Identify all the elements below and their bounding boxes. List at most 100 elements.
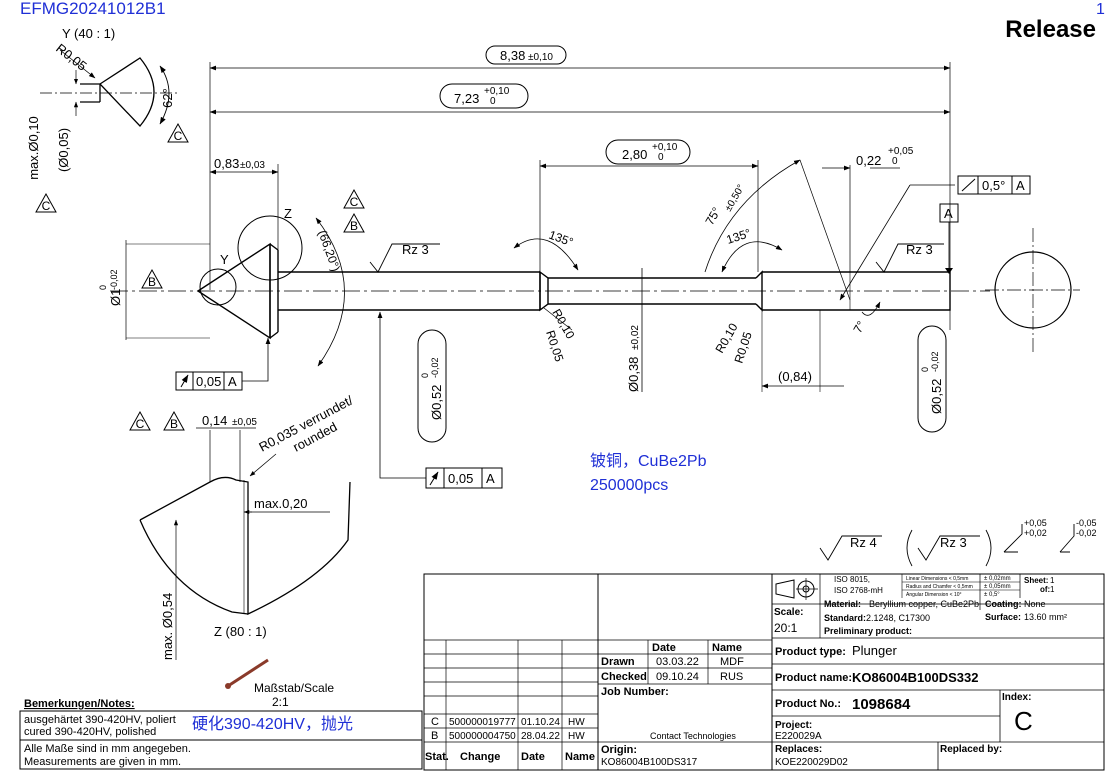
tol-2-80-up: +0,10: [652, 142, 678, 153]
rev-c-name: HW: [568, 717, 585, 728]
detail-y-angle: 62°: [160, 88, 175, 108]
dia-0-52-right-tol-lo: -0,02: [930, 351, 940, 372]
product-type-label: Product type:: [775, 646, 846, 658]
max-dia-0-54: max. Ø0,54: [160, 593, 175, 660]
scale-label: Scale:: [774, 607, 803, 618]
surface-symbols: Rz 4 Rz 3 +0,05 +0,02 -0,05 -0,02: [819, 518, 1097, 567]
runout-1-ref: A: [228, 374, 237, 389]
rev-header-change: Change: [460, 751, 500, 763]
rev-c-date: 01.10.24: [521, 717, 560, 728]
dia-0-52-right: Ø0,52: [929, 379, 944, 414]
tol-75: ±0,50°: [723, 183, 747, 214]
material-value: Beryllium copper, CuBe2Pb: [869, 599, 979, 609]
mark-c-left: C: [42, 199, 51, 213]
rev-header-name: Name: [565, 751, 595, 763]
notes-heading: Bemerkungen/Notes:: [24, 698, 135, 710]
projection-symbol-icon: [775, 578, 818, 600]
runout-2-ref: A: [486, 471, 495, 486]
dia-0-52-left-tol-up: 0: [420, 373, 430, 378]
dia-0-52-left-tol-lo: -0,02: [430, 357, 440, 378]
material-note-cn: 铍铜，CuBe2Pb: [590, 452, 707, 470]
tol-0-22-up: +0,05: [888, 146, 914, 157]
scale-icon: Maßstab/Scale 2:1: [225, 658, 334, 709]
rev-c-change: 500000019777: [449, 717, 516, 728]
mark-b-top: B: [350, 219, 358, 233]
surface-tol-a-lo: +0,02: [1024, 528, 1047, 538]
scale-icon-label-2: 2:1: [272, 695, 289, 709]
index-value: C: [1014, 706, 1033, 736]
dim-8-38: 8,38: [500, 48, 525, 63]
product-name-value: KO86004B100DS332: [852, 670, 978, 685]
iso-line-1: ISO 8015,: [834, 575, 870, 584]
tol-7-23-up: +0,10: [484, 86, 510, 97]
surface-tol-b-lo: -0,02: [1076, 528, 1097, 538]
tol-8-38: ±0,10: [528, 52, 553, 63]
notes-line-1b: cured 390-420HV, polished: [24, 726, 156, 738]
tol-linear-label: Linear Dimensions < 0,5mm: [906, 576, 968, 582]
tol-angle-value: ± 0,5°: [984, 592, 1000, 598]
runout-2-value: 0,05: [448, 471, 473, 486]
project-value: E220029A: [775, 731, 822, 742]
checked-name: RUS: [720, 671, 743, 683]
detail-y-dia-max: max.Ø0,10: [26, 116, 41, 180]
rz3-left: Rz 3: [402, 242, 429, 257]
release-label: Release: [1005, 16, 1096, 43]
dia-0-52-left: Ø0,52: [429, 385, 444, 420]
company-name: Contact Technologies: [650, 731, 736, 741]
tol-linear-value: ± 0,02mm: [984, 576, 1011, 582]
of-label: of:: [1040, 585, 1050, 594]
doc-id: EFMG20241012B1: [20, 0, 166, 18]
job-number-label: Job Number:: [601, 686, 669, 698]
title-block: [423, 573, 1105, 771]
sheet-value: 1: [1050, 576, 1055, 585]
detail-y-title: Y (40 : 1): [62, 26, 115, 41]
rev-c-stat: C: [431, 716, 439, 728]
product-no-value: 1098684: [852, 696, 911, 713]
dia-0-38-tol: ±0,02: [630, 325, 641, 350]
index-label: Index:: [1002, 692, 1031, 703]
hardness-note-cn: 硬化390-420HV，抛光: [192, 715, 353, 733]
dim-7-23: 7,23: [454, 91, 479, 106]
angle-75: 75°: [702, 205, 723, 228]
angle-135-left: 135°: [547, 228, 575, 250]
product-no-label: Product No.:: [775, 698, 841, 710]
dia-0-52-right-tol-up: 0: [920, 367, 930, 372]
replaced-by-label: Replaced by:: [940, 744, 1002, 755]
tol-0-14: ±0,05: [232, 417, 257, 428]
main-view: Y Z 8,38 ±0,10 7,23 +0,10 0 0,83 ±0,03 2…: [98, 45, 1080, 489]
tol-radius-value: ± 0,05mm: [984, 584, 1011, 590]
sheet-mark: 1: [1096, 1, 1105, 18]
mark-c-top: C: [350, 195, 359, 209]
rev-b-stat: B: [431, 730, 438, 742]
surface-value: 13.60 mm²: [1024, 612, 1067, 622]
scale-value: 20:1: [774, 621, 798, 635]
dim-2-80: 2,80: [622, 147, 647, 162]
revision-row: B 500000004750 28.04.22 HW: [431, 730, 585, 742]
rev-b-change: 500000004750: [449, 731, 516, 742]
angle-135-right: 135°: [725, 226, 753, 247]
approval-col-date: Date: [652, 642, 676, 654]
tol-angle-label: Angular Dimension < 10°: [906, 592, 962, 598]
z-label: Z: [284, 206, 292, 221]
sheet-label: Sheet:: [1024, 576, 1048, 585]
coating-label: Coating:: [985, 599, 1022, 609]
detail-y-dia-ref: (Ø0,05): [56, 128, 71, 172]
tol-0-22-lo: 0: [892, 156, 898, 167]
revision-row: C 500000019777 01.10.24 HW: [431, 716, 585, 728]
surface-tol-a-up: +0,05: [1024, 518, 1047, 528]
dim-0-14: 0,14: [202, 413, 227, 428]
surface-rz4: Rz 4: [850, 535, 877, 550]
detail-z-mark-b: B: [170, 417, 178, 431]
notes-line-1a: ausgehärtet 390-420HV, poliert: [24, 714, 176, 726]
quantity-note: 250000pcs: [590, 477, 668, 494]
drawn-date: 03.03.22: [656, 656, 699, 668]
dia-1-tol-lo: -0,02: [109, 269, 119, 290]
revision-table: C 500000019777 01.10.24 HW B 50000000475…: [425, 716, 595, 763]
preliminary-label: Preliminary product:: [824, 626, 912, 636]
drawn-label: Drawn: [601, 656, 635, 668]
rev-header-date: Date: [521, 751, 545, 763]
y-label: Y: [220, 252, 229, 267]
rz3-right: Rz 3: [906, 242, 933, 257]
rev-b-date: 28.04.22: [521, 731, 560, 742]
